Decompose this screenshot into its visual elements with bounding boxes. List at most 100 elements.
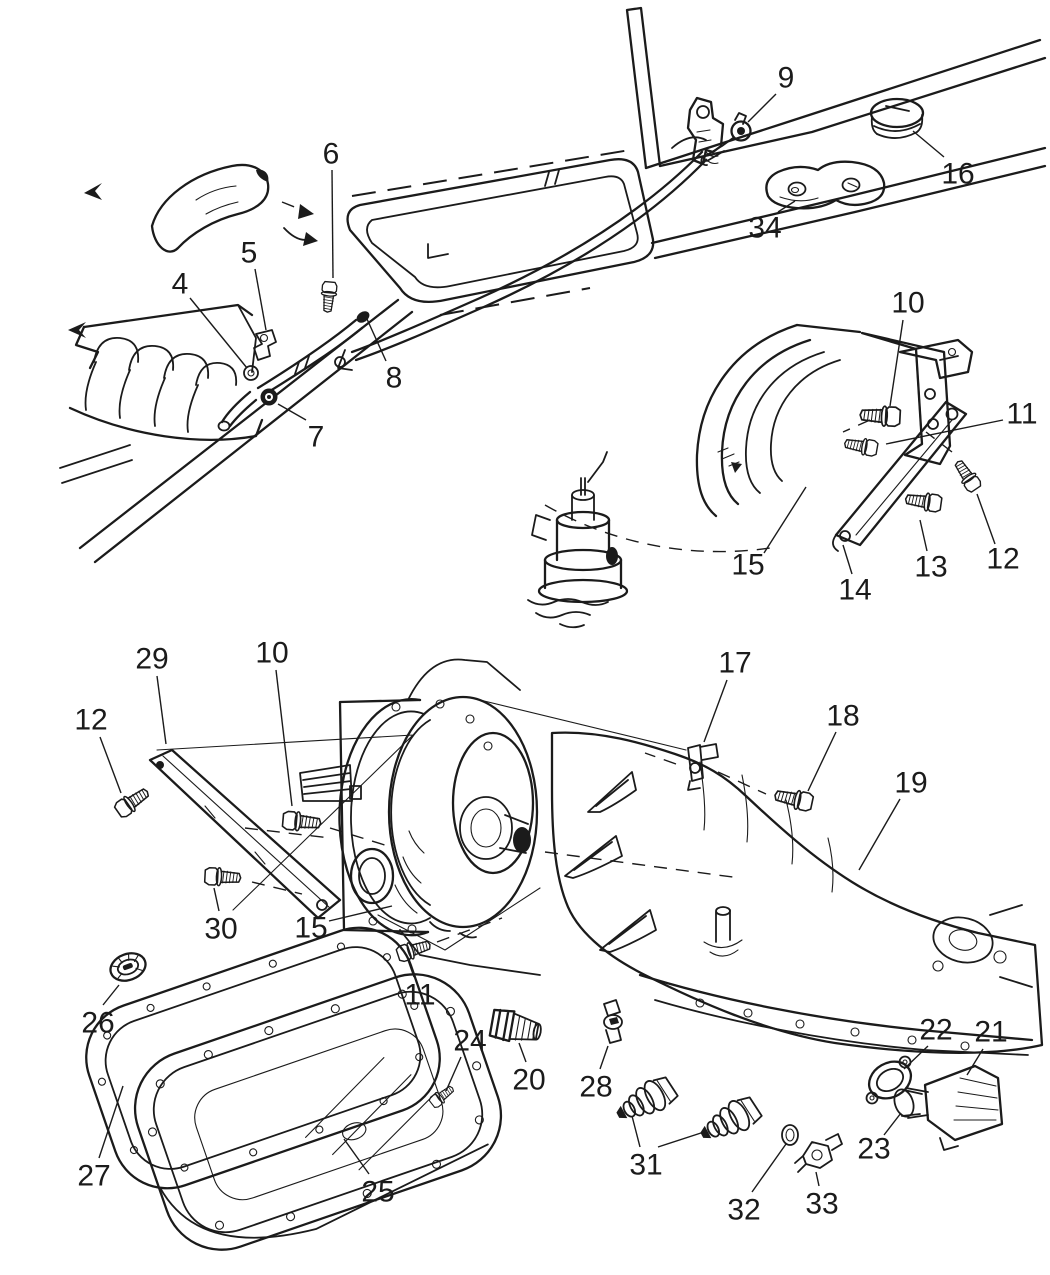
bolt-12-upper (950, 456, 984, 495)
lower-diagram (85, 658, 1044, 1251)
transmission-case-19 (479, 699, 1044, 1056)
bolt-6 (319, 280, 339, 314)
leader-line-c22 (903, 1045, 929, 1070)
leader-line-c20 (518, 1042, 527, 1063)
callout-label-c26: 26 (81, 1007, 114, 1040)
callout-label-c7: 7 (308, 421, 325, 454)
bolt-10-upper (858, 404, 902, 428)
callout-label-c16: 16 (941, 158, 974, 191)
leader-line-c15 (763, 486, 807, 554)
leader-line-c30 (213, 887, 220, 912)
callout-label-c12b: 12 (74, 704, 107, 737)
leader-line-c7 (277, 403, 307, 421)
callout-label-c4: 4 (172, 268, 189, 301)
callout-label-c12: 12 (986, 543, 1019, 576)
bolt-13 (903, 489, 944, 514)
leader-line-c26 (102, 984, 120, 1006)
case-bracket-plate (860, 331, 974, 466)
torque-converter (387, 695, 539, 939)
callout-label-c24: 24 (453, 1025, 486, 1058)
converter-housing-15 (299, 658, 541, 976)
callout-label-c21: 21 (974, 1016, 1007, 1049)
callout-label-c11b: 11 (404, 979, 435, 1012)
callout-label-c17: 17 (718, 647, 751, 680)
frame-crossmember (59, 6, 1047, 564)
speed-sensor-33 (794, 1133, 843, 1173)
middle-diagram (527, 323, 984, 629)
leader-line-c29 (156, 675, 167, 745)
leader-line-c24 (445, 1056, 462, 1092)
pan-gasket-27 (85, 926, 441, 1190)
callout-label-c10: 10 (891, 287, 924, 320)
callout-label-c20: 20 (512, 1064, 545, 1097)
callout-label-c10b: 10 (255, 637, 288, 670)
drain-plug-20 (488, 1008, 542, 1043)
leader-line-c33 (815, 1171, 820, 1187)
callout-label-c22: 22 (919, 1014, 952, 1047)
callout-label-c9: 9 (778, 62, 795, 95)
callout-label-c5: 5 (241, 237, 258, 270)
support-jack (527, 451, 629, 629)
pump-seal-26 (109, 952, 147, 982)
leader-line-c12b (99, 736, 122, 794)
callout-label-c25: 25 (361, 1176, 394, 1209)
callout-label-c11: 11 (1006, 398, 1037, 431)
engine-block (68, 183, 264, 441)
leader-line-c19 (858, 798, 901, 871)
leader-line-c12 (976, 493, 996, 545)
leader-line-c10b (275, 669, 293, 807)
callout-label-c15b: 15 (294, 912, 327, 945)
leader-line-c8 (366, 318, 387, 362)
leader-line-c28 (599, 1045, 609, 1070)
upper-diagram (59, 6, 1047, 564)
leader-line-c14 (842, 544, 853, 575)
leader-line-c16 (912, 130, 945, 158)
callout-label-c34: 34 (748, 212, 781, 245)
bolt-11-upper (842, 434, 880, 458)
shifter-boot (150, 163, 318, 253)
bolt-12-lower (112, 783, 154, 821)
leader-line-c4 (189, 297, 248, 369)
callout-label-c33: 33 (805, 1188, 838, 1221)
callout-label-c6: 6 (323, 138, 340, 171)
leader-line-c11b (407, 959, 415, 978)
leader-line-c5 (254, 268, 267, 331)
leader-line-c21 (966, 1048, 984, 1076)
callout-label-c27: 27 (77, 1160, 110, 1193)
upper-direction-arrow-icon (84, 183, 102, 200)
filler-tube-group (217, 280, 370, 432)
front-direction-arrow-icon (68, 322, 86, 338)
cable-end-clevis (700, 112, 752, 166)
gearshift-cable (334, 96, 725, 371)
leader-line-c31 (631, 1115, 641, 1148)
cooler-line-clamp-17 (644, 743, 767, 795)
bell-housing-arcs (544, 323, 862, 553)
callout-label-c15: 15 (731, 549, 764, 582)
pressure-sensor-31a (609, 1071, 681, 1131)
cable-mount-plate (765, 160, 886, 210)
switch-28 (603, 999, 623, 1044)
callout-label-c32: 32 (727, 1194, 760, 1227)
leader-line-c34 (777, 200, 796, 213)
leader-line-c10 (889, 319, 904, 407)
transmission-strut-upper (832, 400, 968, 552)
callout-label-c18: 18 (826, 700, 859, 733)
leader-line-c25 (343, 1138, 370, 1175)
leader-line-c23 (883, 1112, 902, 1136)
callout-label-c31: 31 (629, 1149, 662, 1182)
leader-line-c31 (657, 1131, 705, 1148)
oil-pan-25 (133, 973, 503, 1251)
leader-line-c18 (807, 731, 837, 792)
callout-label-c30: 30 (204, 913, 237, 946)
callout-label-c13: 13 (914, 551, 947, 584)
pressure-sensor-31b (693, 1091, 765, 1151)
callout-label-c29: 29 (135, 643, 168, 676)
leader-line-c32 (751, 1143, 787, 1193)
governor-body-21 (893, 1064, 1004, 1151)
callout-label-c23: 23 (857, 1133, 890, 1166)
callout-label-c14: 14 (838, 574, 871, 607)
